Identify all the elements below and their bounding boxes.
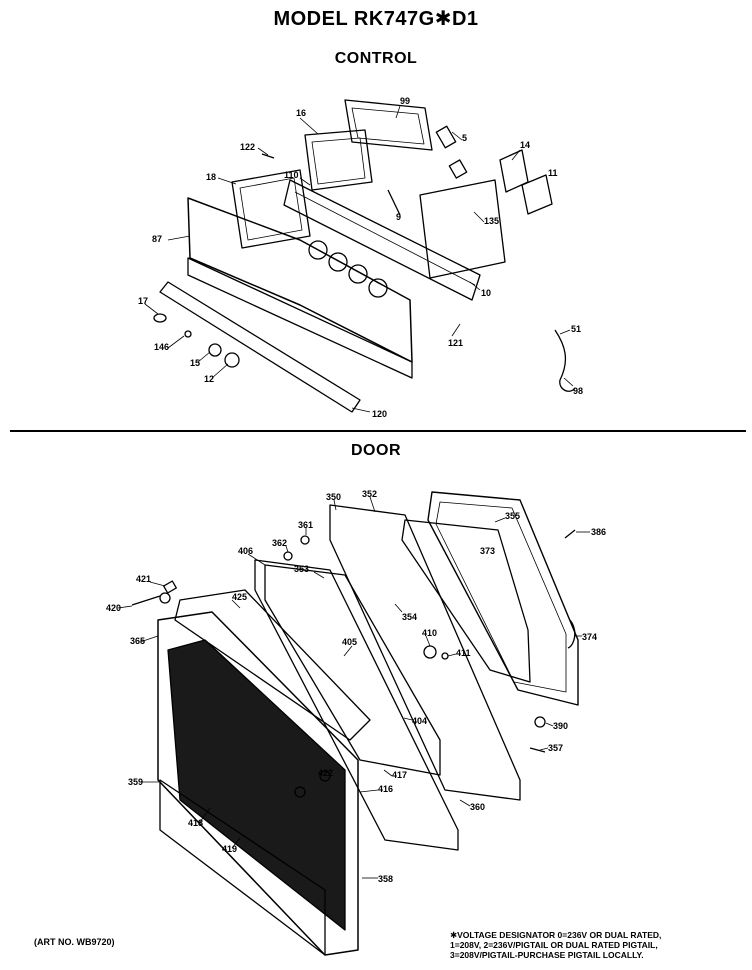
part-label-361: 361 xyxy=(298,520,313,530)
section-title-control: CONTROL xyxy=(334,50,418,67)
part-label-15: 15 xyxy=(190,358,200,368)
part-label-350: 350 xyxy=(326,492,341,502)
part-label-135: 135 xyxy=(484,216,499,226)
note-line-3: 3=208V/PIGTAIL-PURCHASE PIGTAIL LOCALLY. xyxy=(450,950,644,960)
part-label-51: 51 xyxy=(571,324,581,334)
part-label-12: 12 xyxy=(204,374,214,384)
control-part-labels: 99 16 5 14 122 18 110 9 11 135 87 10 17 … xyxy=(138,96,583,419)
part-label-16: 16 xyxy=(296,108,306,118)
part-label-390: 390 xyxy=(553,721,568,731)
part-label-10: 10 xyxy=(481,288,491,298)
part-label-110: 110 xyxy=(284,170,299,180)
part-label-357: 357 xyxy=(548,743,563,753)
art-number: (ART NO. WB9720) xyxy=(34,937,115,947)
door-part-labels: 350 352 355 386 361 362 406 353 373 421 … xyxy=(106,489,606,884)
part-label-121: 121 xyxy=(448,338,463,348)
section-divider xyxy=(10,430,746,432)
leader-lines xyxy=(117,105,590,879)
part-label-425: 425 xyxy=(232,592,247,602)
part-label-5: 5 xyxy=(462,133,467,143)
part-label-386: 386 xyxy=(591,527,606,537)
part-label-421: 421 xyxy=(136,574,151,584)
section-title-door: DOOR xyxy=(351,442,401,459)
part-label-405: 405 xyxy=(342,637,357,647)
part-label-353: 353 xyxy=(294,564,309,574)
part-label-420: 420 xyxy=(106,603,121,613)
part-label-122: 122 xyxy=(240,142,255,152)
part-label-410: 410 xyxy=(422,628,437,638)
part-label-374: 374 xyxy=(582,632,597,642)
part-label-18: 18 xyxy=(206,172,216,182)
part-label-406: 406 xyxy=(238,546,253,556)
part-label-365: 365 xyxy=(130,636,145,646)
note-line-2: 1=208V, 2=236V/PIGTAIL OR DUAL RATED PIG… xyxy=(450,940,658,950)
part-label-120: 120 xyxy=(372,409,387,419)
part-label-87: 87 xyxy=(152,234,162,244)
part-label-17: 17 xyxy=(138,296,148,306)
part-label-98: 98 xyxy=(573,386,583,396)
part-label-362: 362 xyxy=(272,538,287,548)
part-label-352: 352 xyxy=(362,489,377,499)
note-line-1: ✱VOLTAGE DESIGNATOR 0=236V OR DUAL RATED… xyxy=(450,930,662,940)
part-label-404: 404 xyxy=(412,716,427,726)
part-label-359: 359 xyxy=(128,777,143,787)
part-label-358: 358 xyxy=(378,874,393,884)
voltage-designator-note: ✱VOLTAGE DESIGNATOR 0=236V OR DUAL RATED… xyxy=(450,930,750,960)
part-label-99: 99 xyxy=(400,96,410,106)
part-label-360: 360 xyxy=(470,802,485,812)
part-label-354: 354 xyxy=(402,612,417,622)
part-label-411: 411 xyxy=(456,648,471,658)
part-label-419: 419 xyxy=(222,844,237,854)
part-label-373: 373 xyxy=(480,546,495,556)
part-label-416: 416 xyxy=(378,784,393,794)
part-label-11: 11 xyxy=(548,168,558,178)
part-label-14: 14 xyxy=(520,140,530,150)
part-label-422: 422 xyxy=(318,768,333,778)
diagram-title: MODEL RK747G✱D1 xyxy=(273,8,479,30)
part-label-355: 355 xyxy=(505,511,520,521)
door-assembly-drawing xyxy=(131,491,579,956)
part-label-417: 417 xyxy=(392,770,407,780)
part-label-146: 146 xyxy=(154,342,169,352)
part-label-418: 418 xyxy=(188,818,203,828)
part-label-9: 9 xyxy=(396,212,401,222)
control-assembly-drawing xyxy=(153,99,576,413)
